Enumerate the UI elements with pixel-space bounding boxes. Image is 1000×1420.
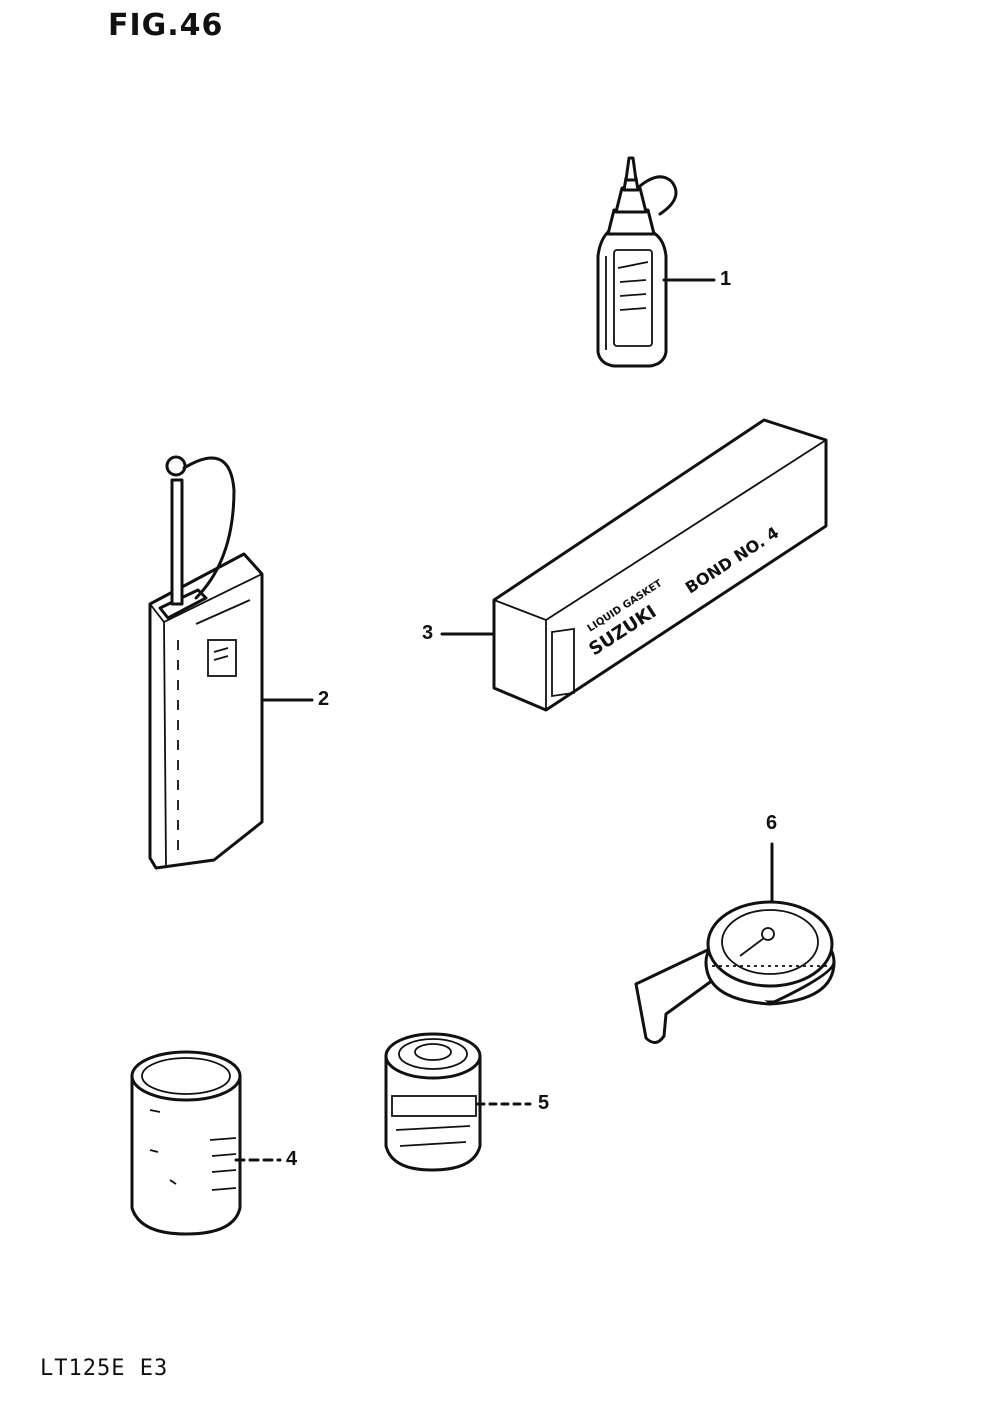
leader-lines xyxy=(234,278,774,1162)
callout-3: 3 xyxy=(422,622,434,644)
callout-5: 5 xyxy=(538,1092,550,1114)
oil-can-illustration xyxy=(148,455,264,870)
model-code: LT125E E3 xyxy=(40,1356,169,1381)
callout-2: 2 xyxy=(318,688,330,710)
sealant-tin-illustration xyxy=(384,1032,482,1172)
oil-bottle-illustration xyxy=(596,156,678,368)
figure-title: FIG.46 xyxy=(108,8,224,43)
pressure-gauge-illustration xyxy=(634,900,836,1044)
callout-6: 6 xyxy=(766,812,778,834)
bond-box-illustration: LIQUID GASKET SUZUKI BOND NO. 4 xyxy=(492,418,828,712)
callout-4: 4 xyxy=(286,1148,298,1170)
callout-1: 1 xyxy=(720,268,732,290)
grease-can-illustration xyxy=(130,1050,242,1236)
